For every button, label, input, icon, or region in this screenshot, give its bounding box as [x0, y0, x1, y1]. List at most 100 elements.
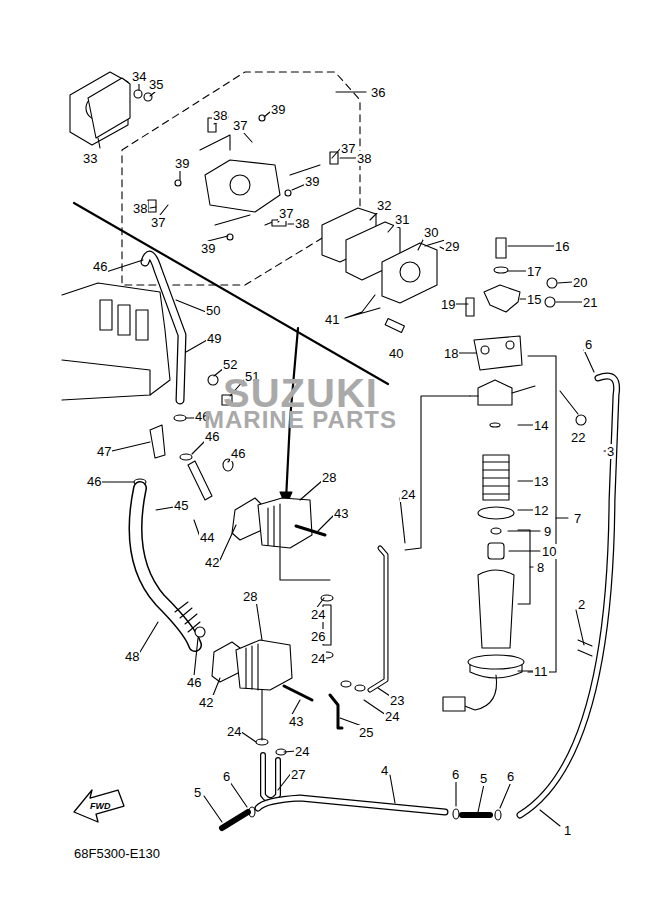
bolt — [284, 686, 312, 700]
callout-number: 25 — [358, 725, 374, 740]
callout-number: 5 — [479, 771, 488, 786]
callout-number: 21 — [582, 295, 598, 310]
callout-number: 10 — [541, 544, 557, 559]
gasket — [212, 642, 240, 682]
float-ring — [491, 528, 501, 534]
direction-arrow — [74, 790, 124, 822]
wire-lines — [200, 135, 320, 225]
pump-ribs — [268, 504, 280, 547]
callout-number: 37 — [232, 118, 248, 133]
watermark: MARINE PARTS — [203, 407, 398, 433]
pump-port — [230, 175, 250, 195]
float — [488, 543, 504, 559]
pipe — [188, 461, 212, 500]
pump-ribs — [246, 644, 258, 690]
callout-number: 31 — [394, 212, 410, 227]
bracket-line — [280, 548, 330, 580]
callout-number: 5 — [193, 785, 202, 800]
washer — [208, 375, 218, 385]
clip — [195, 627, 205, 637]
o-ring — [490, 423, 500, 427]
callout-number: 39 — [304, 174, 320, 189]
element-ribs — [483, 462, 509, 494]
callout-number: 36 — [370, 85, 386, 100]
bracket — [484, 285, 520, 312]
leader-line — [98, 84, 614, 826]
fuel-hose — [370, 548, 386, 690]
cup-nut — [468, 655, 524, 669]
leader-line — [508, 425, 568, 671]
clip — [578, 640, 592, 656]
callout-number: 41 — [324, 312, 340, 327]
callout-number: 47 — [96, 444, 112, 459]
clip — [547, 278, 557, 288]
bolt — [466, 298, 474, 316]
callout-number: 4 — [380, 763, 389, 778]
bolt — [296, 526, 325, 535]
callout-number: 37 — [340, 141, 356, 156]
bolt — [496, 238, 506, 258]
fuel-pump — [258, 498, 312, 548]
callout-number: 50 — [205, 303, 221, 318]
fuel-hose — [520, 376, 617, 815]
callout-number: 14 — [533, 418, 549, 433]
callout-number: 44 — [199, 530, 215, 545]
callout-number: 49 — [206, 331, 222, 346]
washer — [259, 115, 265, 121]
callout-number: 24 — [294, 744, 310, 759]
callout-number: 28 — [321, 470, 337, 485]
vent-hose — [145, 255, 182, 400]
callout-number: 8 — [536, 560, 545, 575]
screw — [330, 152, 338, 164]
spring — [144, 93, 152, 101]
callout-number: 27 — [290, 767, 306, 782]
engine-outline — [62, 283, 170, 400]
callout-number: 11 — [533, 664, 549, 679]
hose-line — [405, 396, 470, 550]
cap — [576, 415, 586, 425]
leader-line — [102, 260, 511, 822]
callout-number: 43 — [333, 506, 349, 521]
callout-number: 19 — [440, 297, 456, 312]
washer — [285, 190, 291, 196]
fuel-hose — [520, 376, 617, 815]
leader-line — [345, 295, 380, 318]
callout-number: 46 — [230, 446, 246, 461]
callout-number: 7 — [573, 511, 582, 526]
cover-hole — [400, 262, 420, 282]
callout-number: 39 — [200, 241, 216, 256]
filter-cup — [478, 570, 514, 648]
cover — [382, 243, 437, 303]
hose-joint — [462, 812, 490, 818]
callout-number: 43 — [288, 714, 304, 729]
corrugated-hose — [136, 488, 196, 645]
callout-number: 35 — [148, 77, 164, 92]
callout-number: 24 — [400, 487, 416, 502]
callout-number: 38 — [294, 216, 310, 231]
callout-number: 34 — [131, 69, 147, 84]
washer — [134, 90, 142, 98]
callout-number: 38 — [356, 151, 372, 166]
callout-number: 17 — [526, 264, 542, 279]
callout-number: 37 — [150, 215, 166, 230]
clip — [256, 739, 268, 745]
bracket-plate — [474, 336, 522, 370]
vent-hose — [145, 255, 182, 400]
filter-head — [478, 380, 512, 405]
callout-number: 33 — [82, 151, 98, 166]
callout-number: 46 — [86, 474, 102, 489]
clip — [341, 681, 351, 687]
callout-number: 38 — [132, 201, 148, 216]
direction-label: FWD — [89, 801, 112, 812]
clip — [355, 685, 365, 691]
callout-number: 46 — [92, 259, 108, 274]
clip — [174, 415, 186, 421]
callout-number: 3 — [606, 444, 615, 459]
sensor-wire — [462, 675, 497, 710]
callout-number: 32 — [376, 198, 392, 213]
clip — [249, 807, 255, 817]
bracket-hole — [481, 346, 489, 354]
callout-number: 13 — [533, 474, 549, 489]
screw — [425, 240, 445, 246]
